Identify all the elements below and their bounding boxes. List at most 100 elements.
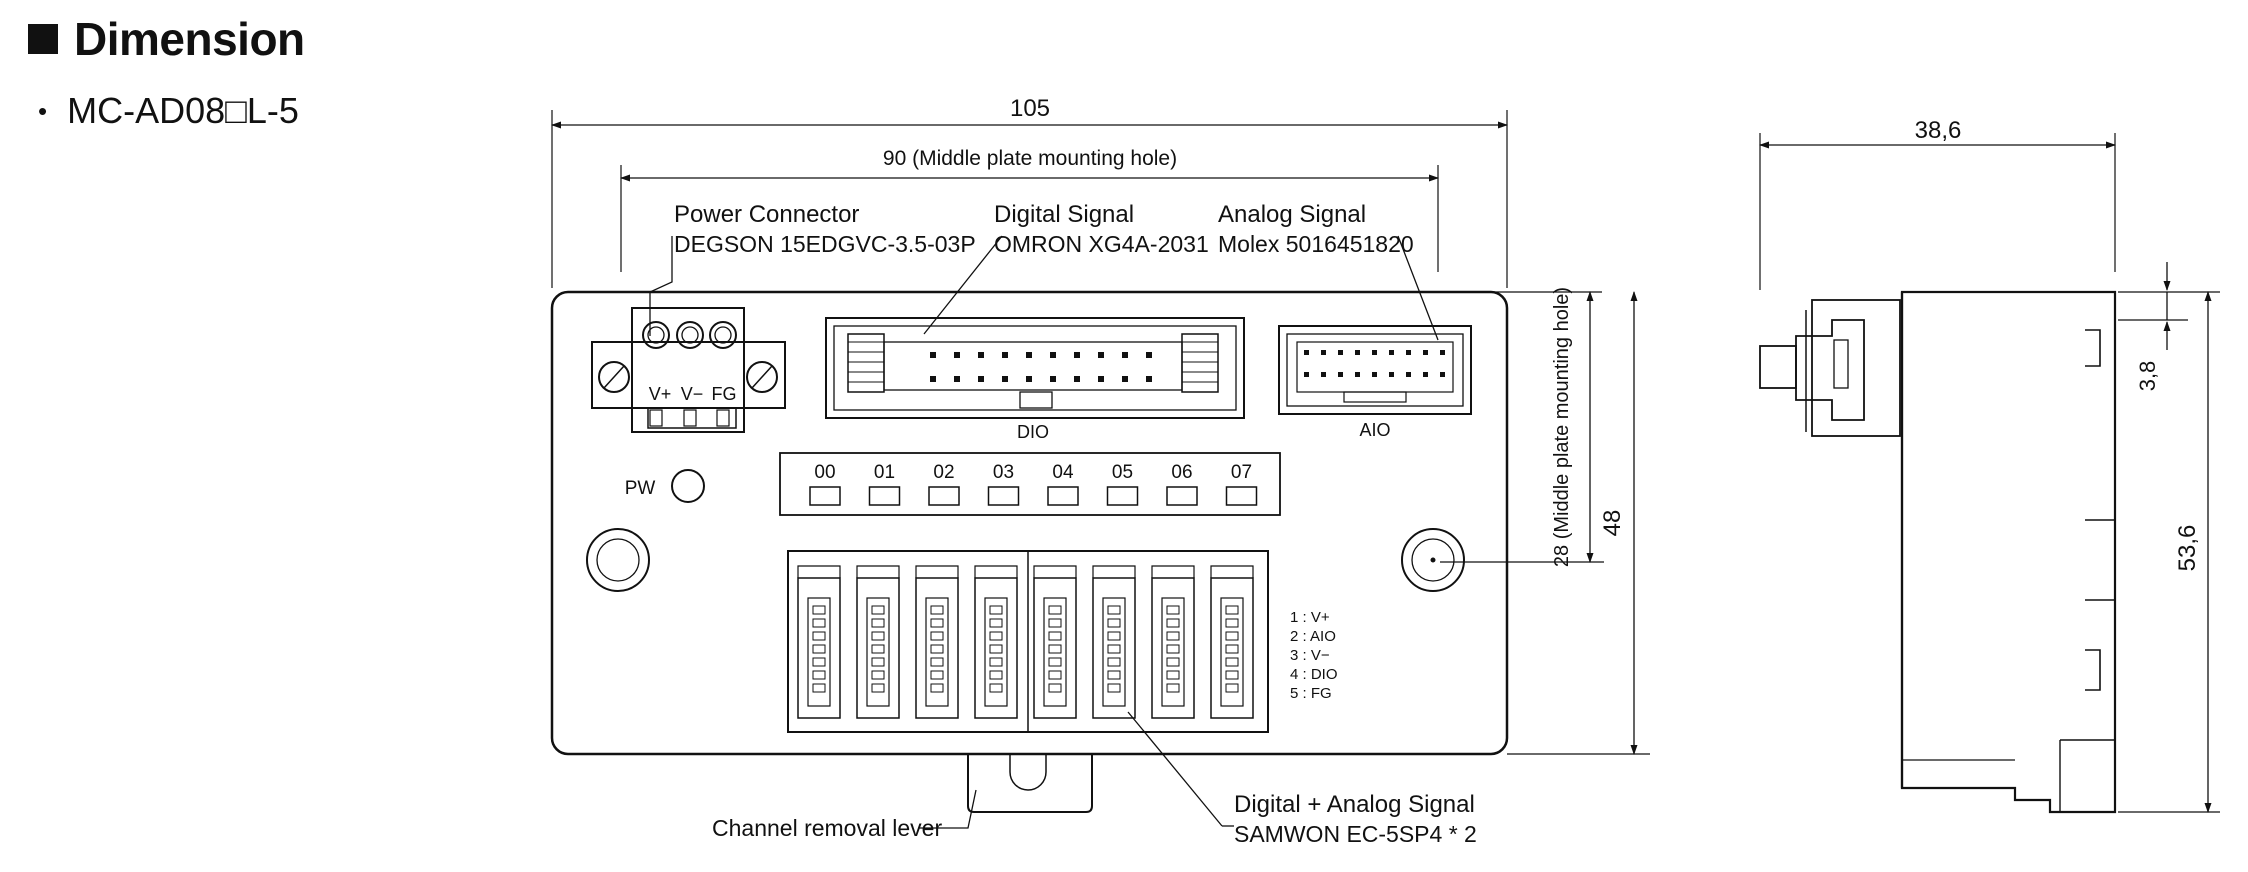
pinout-line-1: 1 : V+ (1290, 609, 1330, 626)
leader-power (649, 236, 673, 336)
terminal-slot (1092, 565, 1136, 719)
power-pin-label-fg: FG (712, 384, 737, 404)
channel-led-05 (1106, 486, 1139, 506)
terminal-slot (1151, 565, 1195, 719)
power-pin-label-vplus: V+ (649, 384, 672, 404)
dio-pin (1122, 376, 1128, 382)
analog-signal-part: Molex 5016451820 (1218, 231, 1414, 257)
side-connector-plug (1759, 345, 1797, 389)
bullet-dot-icon: • (38, 95, 48, 126)
square-bullet-icon (28, 24, 58, 54)
channel-label-04: 04 (1052, 462, 1074, 483)
leader-dio (923, 235, 1003, 335)
aio-connector (1278, 325, 1472, 415)
digital-signal-name: Digital Signal (994, 201, 1134, 228)
mounting-hole-right (1401, 528, 1465, 592)
power-pin-label-vminus: V− (681, 384, 704, 404)
channel-label-02: 02 (933, 462, 954, 483)
dio-pin (1026, 376, 1032, 382)
front-view-labels: 105 90 (Middle plate mounting hole) Powe… (625, 95, 1626, 847)
dim-label-38-6: 38,6 (1915, 117, 1962, 144)
aio-pin (1355, 350, 1360, 355)
terminal-slot (1210, 565, 1254, 719)
power-connector (591, 307, 786, 433)
terminal-slot (1033, 565, 1077, 719)
channel-label-01: 01 (874, 462, 895, 483)
terminal-slot (856, 565, 900, 719)
aio-pin (1372, 372, 1377, 377)
dio-label: DIO (1017, 422, 1049, 442)
dim-label-105: 105 (1010, 95, 1050, 122)
side-body (1900, 290, 2117, 814)
channel-label-00: 00 (814, 462, 835, 483)
pinout-line-4: 4 : DIO (1290, 666, 1338, 683)
side-view (1759, 133, 2220, 814)
leader-terminal (1127, 711, 1223, 827)
dim-label-90: 90 (Middle plate mounting hole) (883, 147, 1177, 170)
dio-pin (1098, 376, 1104, 382)
terminal-slot (797, 565, 841, 719)
power-connector-name: Power Connector (674, 201, 859, 228)
dio-pin (1074, 352, 1080, 358)
dio-pin (954, 352, 960, 358)
terminal-slot (974, 565, 1018, 719)
dio-pin (930, 376, 936, 382)
channel-led-02 (928, 486, 960, 506)
channel-led-07 (1225, 486, 1258, 506)
dio-pin (1146, 376, 1152, 382)
dio-pin (930, 352, 936, 358)
aio-pin (1440, 372, 1445, 377)
pinout-line-2: 2 : AIO (1290, 628, 1336, 645)
dio-pin (1026, 352, 1032, 358)
channel-label-05: 05 (1112, 462, 1133, 483)
dio-pin (1074, 376, 1080, 382)
terminal-slot (915, 565, 959, 719)
dim-label-53-6: 53,6 (2174, 525, 2201, 572)
pw-led (671, 469, 705, 503)
channel-led-03 (987, 486, 1020, 506)
dio-pin (1098, 352, 1104, 358)
dio-connector (825, 317, 1245, 419)
channel-label-03: 03 (993, 462, 1014, 483)
model-name: • MC-AD08□L-5 (38, 90, 299, 132)
lever-label: Channel removal lever (712, 815, 942, 841)
channel-led-00 (809, 486, 841, 506)
channel-label-06: 06 (1171, 462, 1192, 483)
channel-led-06 (1166, 486, 1198, 506)
dio-pin (978, 352, 984, 358)
dio-pin (1002, 376, 1008, 382)
channel-led-panel (779, 452, 1281, 516)
channel-removal-lever (967, 754, 1093, 813)
dim-label-28: 28 (Middle plate mounting hole) (1551, 287, 1573, 567)
combo-signal-name: Digital + Analog Signal (1234, 791, 1475, 818)
pinout-line-5: 5 : FG (1290, 685, 1332, 702)
leader-aio (1397, 235, 1439, 341)
aio-pin (1423, 350, 1428, 355)
aio-pin (1355, 372, 1360, 377)
dio-pin (1002, 352, 1008, 358)
page-title-text: Dimension (74, 13, 305, 65)
analog-signal-name: Analog Signal (1218, 201, 1366, 228)
dim-label-3-8: 3,8 (2135, 361, 2160, 392)
dio-pin (954, 376, 960, 382)
pw-label: PW (625, 478, 656, 499)
aio-label: AIO (1359, 420, 1390, 440)
dim-label-48: 48 (1599, 510, 1626, 537)
digital-signal-part: OMRON XG4A-2031 (994, 231, 1209, 257)
aio-pin (1389, 350, 1394, 355)
aio-pin (1304, 372, 1309, 377)
dio-pin (978, 376, 984, 382)
dio-pin (1146, 352, 1152, 358)
aio-pin (1423, 372, 1428, 377)
leader-lever (918, 789, 977, 829)
channel-label-07: 07 (1231, 462, 1252, 483)
channel-led-01 (868, 486, 901, 506)
aio-pin (1321, 350, 1326, 355)
aio-pin (1372, 350, 1377, 355)
combo-signal-part: SAMWON EC-5SP4 * 2 (1234, 821, 1477, 847)
aio-pin (1406, 350, 1411, 355)
aio-pin (1338, 350, 1343, 355)
aio-pin (1338, 372, 1343, 377)
mounting-hole-left (586, 528, 650, 592)
